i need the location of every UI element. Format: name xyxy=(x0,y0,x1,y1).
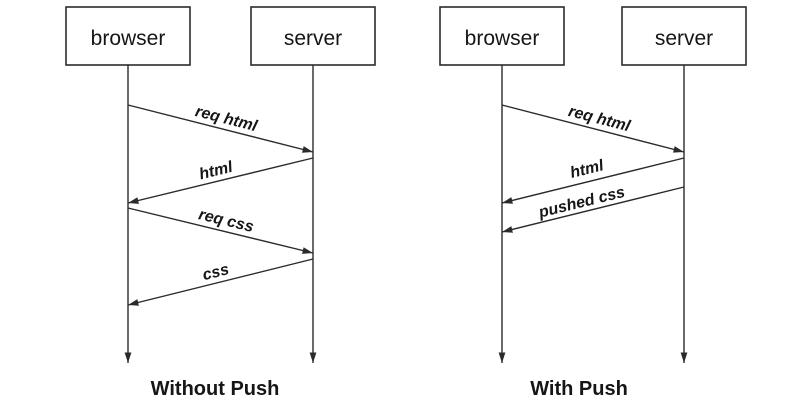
diagram-with-push: browser server req html html pushed css … xyxy=(439,6,747,400)
message-line-html xyxy=(501,157,685,204)
actor-label-server: server xyxy=(284,27,342,50)
message-label-css: css xyxy=(201,261,231,284)
message-line-req-html xyxy=(127,104,314,153)
message-line-html xyxy=(127,157,314,204)
message-line-css xyxy=(127,258,314,306)
actor-box-browser xyxy=(439,6,565,66)
actor-box-server xyxy=(250,6,376,66)
actor-label-browser: browser xyxy=(91,27,166,50)
diagram-without-push: browser server req html html req css css… xyxy=(65,6,376,400)
actor-box-server xyxy=(621,6,747,66)
message-label-pushed-css: pushed css xyxy=(536,184,627,222)
message-line-req-css xyxy=(127,207,314,254)
actor-label-server: server xyxy=(655,27,713,50)
message-line-pushed-css xyxy=(501,186,685,233)
message-line-req-html xyxy=(501,104,685,153)
actor-box-browser xyxy=(65,6,191,66)
caption-without-push: Without Push xyxy=(151,378,280,400)
actor-label-browser: browser xyxy=(465,27,540,50)
message-label-html: html xyxy=(198,159,235,184)
caption-with-push: With Push xyxy=(530,378,628,400)
